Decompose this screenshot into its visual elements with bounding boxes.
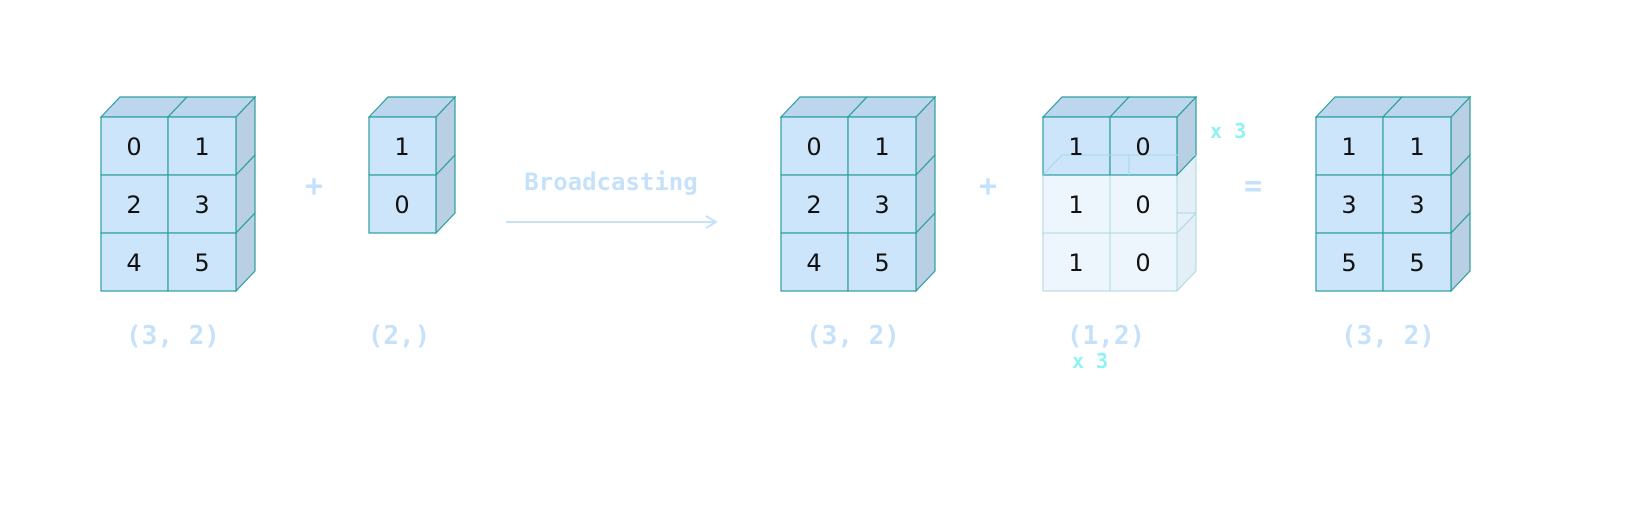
cell-result-0-1: 1 [1409, 133, 1424, 161]
cell-b2-2-0: 1 [1068, 249, 1083, 277]
cell-result-2-0: 5 [1341, 249, 1356, 277]
cell-a-1-0: 2 [126, 191, 141, 219]
cell-result-2-1: 5 [1409, 249, 1424, 277]
shape-label-b2: (1,2) [1067, 321, 1145, 351]
cell-result-1-0: 3 [1341, 191, 1356, 219]
cell-a-0-1: 1 [194, 133, 209, 161]
shape-label-b: (2,) [368, 321, 431, 351]
cell-a2-1-1: 3 [874, 191, 889, 219]
shape-label-result: (3, 2) [1341, 321, 1435, 351]
cell-a-1-1: 3 [194, 191, 209, 219]
broadcasting-arrow: Broadcasting [506, 168, 718, 229]
cell-b-1: 0 [394, 191, 409, 219]
repeat-label-right: x 3 [1210, 119, 1246, 143]
cell-b2-2-1: 0 [1135, 249, 1150, 277]
repeat-label-below: x 3 [1072, 349, 1108, 373]
array-a-repeated: 0 1 2 3 4 5 [779, 95, 937, 293]
plus-operator-1: + [305, 169, 323, 204]
cell-b2-0-1: 0 [1135, 133, 1150, 161]
cell-a-0-0: 0 [126, 133, 141, 161]
cell-a-2-1: 5 [194, 249, 209, 277]
array-a: 0 1 2 3 4 5 [99, 95, 257, 293]
cell-a2-2-1: 5 [874, 249, 889, 277]
array-b: 1 0 [367, 95, 457, 235]
equals-operator: = [1244, 169, 1262, 204]
cell-result-0-0: 1 [1341, 133, 1356, 161]
array-b-stretched: 1 0 1 0 1 0 [1041, 95, 1198, 293]
broadcasting-label: Broadcasting [524, 168, 697, 196]
cell-a2-0-1: 1 [874, 133, 889, 161]
cell-a-2-0: 4 [126, 249, 141, 277]
cell-b2-0-0: 1 [1068, 133, 1083, 161]
cell-a2-2-0: 4 [806, 249, 821, 277]
cell-result-1-1: 3 [1409, 191, 1424, 219]
cell-a2-1-0: 2 [806, 191, 821, 219]
cell-b2-1-0: 1 [1068, 191, 1083, 219]
plus-operator-2: + [979, 169, 997, 204]
array-result: 1 1 3 3 5 5 [1314, 95, 1472, 293]
cell-b2-1-1: 0 [1135, 191, 1150, 219]
cell-a2-0-0: 0 [806, 133, 821, 161]
shape-label-a: (3, 2) [126, 321, 220, 351]
shape-label-a2: (3, 2) [806, 321, 900, 351]
cell-b-0: 1 [394, 133, 409, 161]
